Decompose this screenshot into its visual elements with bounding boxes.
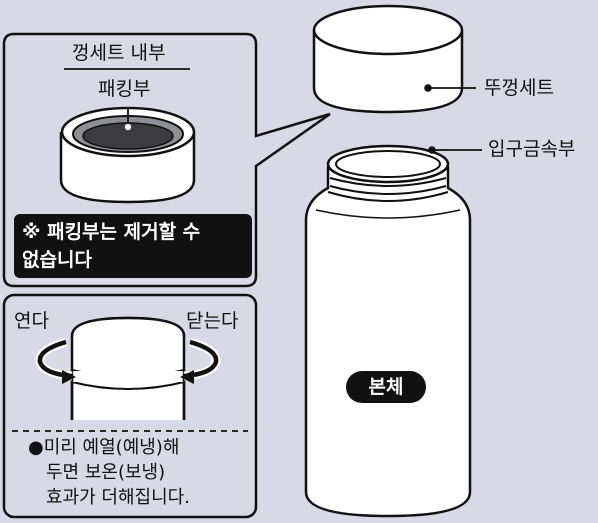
note-line-3: 효과가 더해집니다. [46,487,190,508]
preheat-note: ●미리 예열(예냉)해 두면 보온(보냉) 효과가 더해집니다. [28,435,190,510]
warning-line-2: 없습니다 [22,249,92,271]
lid-set-illustration [312,4,464,114]
lid-inner-illustration [59,106,196,204]
packing-label: 패킹부 [98,78,151,100]
lid-set-label: 뚜껑세트 [484,77,554,99]
mouth-metal-label: 입구금속부 [488,138,576,160]
open-arrow [35,337,76,384]
rotate-illustration [70,316,186,420]
note-line-1: ●미리 예열(예냉)해 [28,437,180,458]
close-arrow [180,337,221,384]
close-label: 닫는다 [186,310,239,332]
body-badge: 본체 [346,371,426,403]
callout-title: 껑세트 내부 [72,42,166,64]
warning-line-1: ※ 패킹부는 제거할 수 [22,221,201,243]
warning-box: ※ 패킹부는 제거할 수 없습니다 [14,214,252,278]
note-line-2: 두면 보온(보냉) [46,462,166,483]
open-label: 연다 [14,310,49,332]
bottle-body-illustration [304,144,472,518]
